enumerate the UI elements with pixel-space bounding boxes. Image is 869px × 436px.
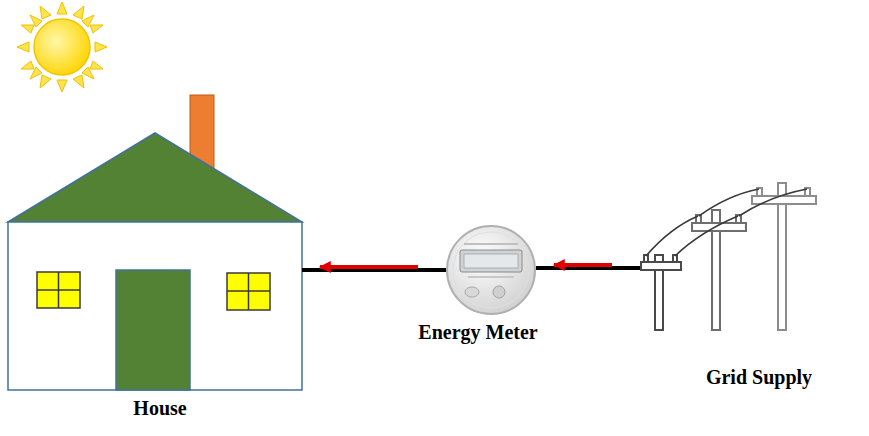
cable-line	[302, 268, 446, 272]
energy-meter-node: Energy Meter	[446, 225, 536, 315]
house-drawing	[8, 95, 302, 390]
flow-arrow	[320, 265, 418, 269]
window	[37, 272, 80, 308]
label-holder: Grid Supply	[706, 365, 812, 389]
grid-supply-node: Grid Supply	[640, 183, 820, 330]
door	[116, 270, 190, 390]
grid-poles	[641, 183, 816, 330]
sun	[17, 2, 107, 92]
node-label: Energy Meter	[418, 320, 537, 344]
house-wall	[8, 222, 302, 390]
node-label: Grid Supply	[706, 365, 812, 389]
node-label: House	[133, 396, 186, 420]
power-connector	[302, 267, 446, 270]
power-connector	[536, 265, 640, 268]
cable-line	[536, 266, 640, 270]
flow-arrow	[554, 263, 612, 267]
house-node: House	[8, 95, 302, 390]
roof	[8, 133, 302, 222]
meter-drawing	[447, 226, 535, 314]
label-holder: House	[133, 396, 186, 420]
label-holder: Energy Meter	[418, 320, 537, 344]
window	[227, 273, 270, 310]
